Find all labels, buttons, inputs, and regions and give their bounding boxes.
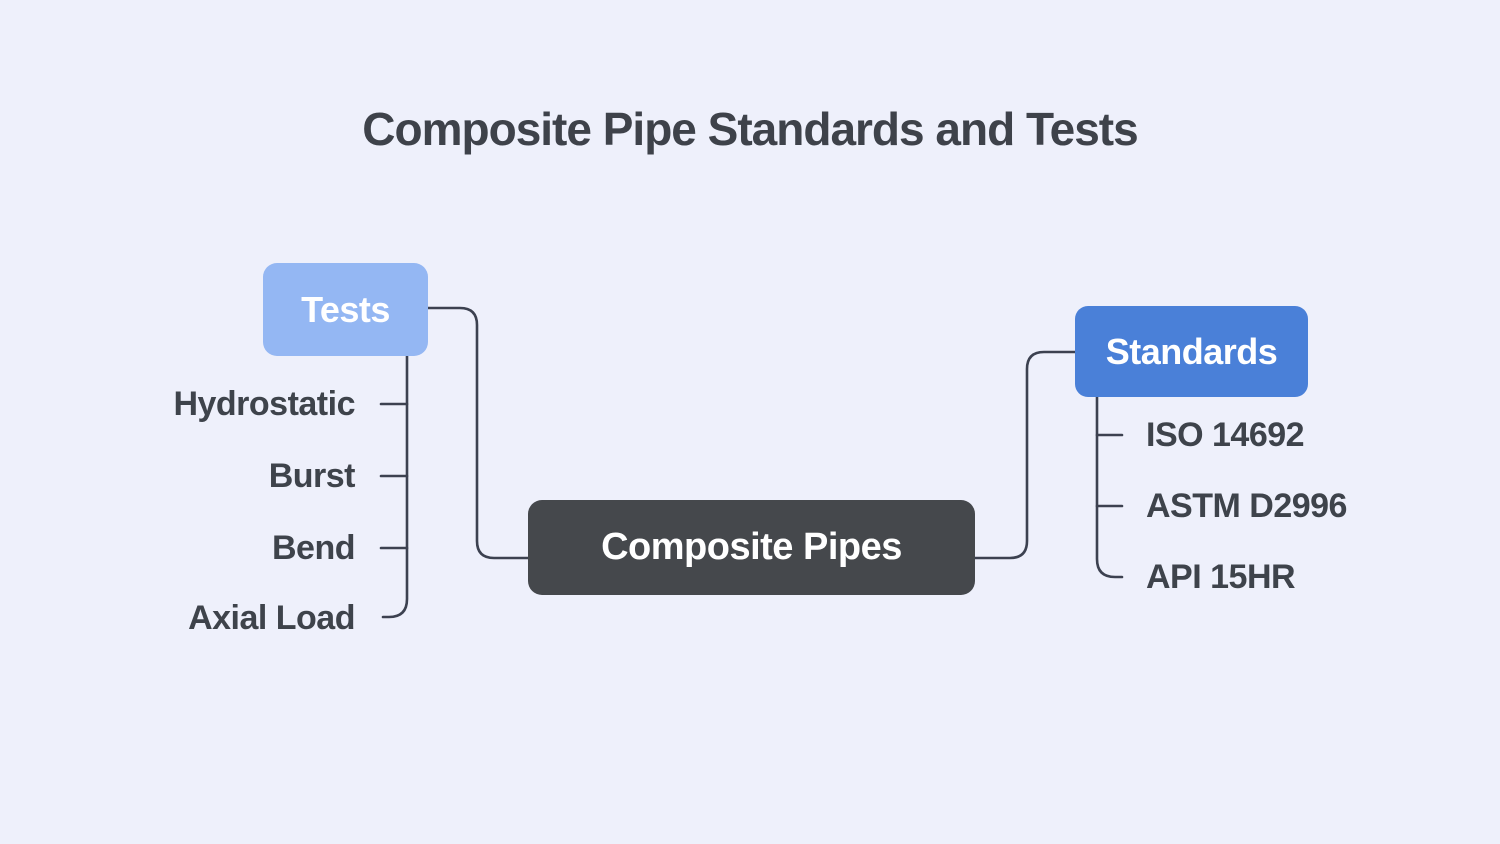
page-title: Composite Pipe Standards and Tests <box>362 103 1138 155</box>
connector-standards-children-spine <box>1095 394 1124 579</box>
leaf-burst: Burst <box>268 457 356 495</box>
node-tests-label: Tests <box>301 288 390 330</box>
leaf-iso-14692: ISO 14692 <box>1146 416 1305 454</box>
node-standards-label: Standards <box>1105 330 1278 372</box>
leaf-hydrostatic: Hydrostatic <box>173 385 355 423</box>
node-standards: Standards <box>1075 306 1308 397</box>
connector-tests-to-root <box>426 306 530 560</box>
connector-root-to-standards <box>973 350 1077 560</box>
connector-tests-children-spine <box>381 353 409 619</box>
node-tests: Tests <box>263 263 428 356</box>
leaf-axial-load: Axial Load <box>188 599 355 637</box>
leaf-api-15hr: API 15HR <box>1146 558 1296 596</box>
leaf-bend: Bend <box>272 529 356 567</box>
node-composite-pipes-label: Composite Pipes <box>601 526 902 568</box>
leaf-astm-d2996: ASTM D2996 <box>1146 487 1347 525</box>
node-composite-pipes: Composite Pipes <box>528 500 975 595</box>
